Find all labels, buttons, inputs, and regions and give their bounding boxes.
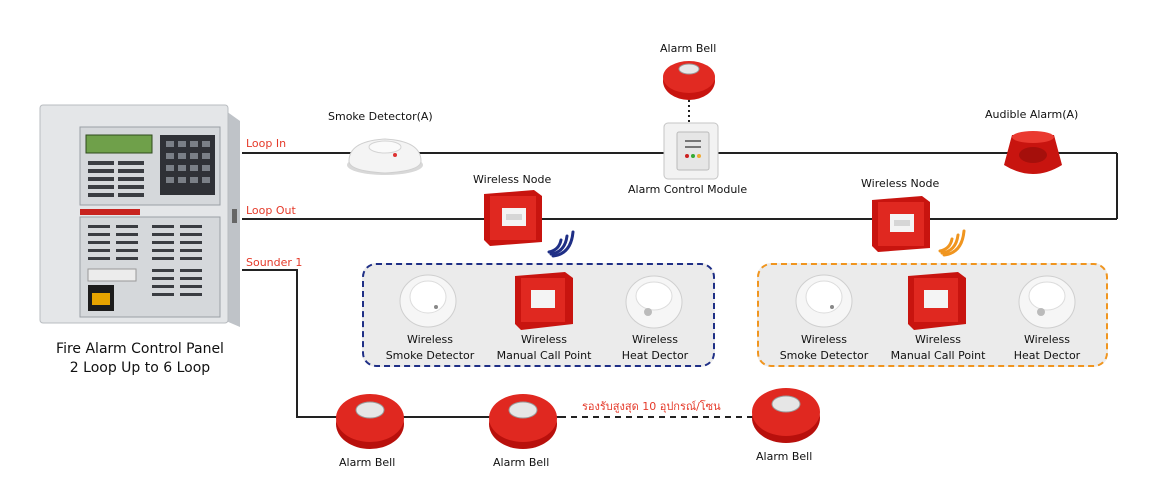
- alarm-control-module-icon: [663, 122, 719, 180]
- wireless-node-1-label: Wireless Node: [473, 173, 552, 186]
- alarm-bell-1-label: Alarm Bell: [339, 456, 396, 469]
- zone2-item1-line2: Smoke Detector: [779, 349, 869, 362]
- zone1-heat-detector-caption: Wireless Heat Dector: [608, 332, 702, 364]
- panel-title: Fire Alarm Control Panel 2 Loop Up to 6 …: [50, 340, 230, 378]
- wifi-blue-icon: [547, 230, 575, 258]
- zone2-heat-detector-caption: Wireless Heat Dector: [1000, 332, 1094, 364]
- wireless-smoke-detector-icon: [399, 274, 457, 328]
- zone1-call-point-caption: Wireless Manual Call Point: [486, 332, 602, 364]
- wireless-node-2-label: Wireless Node: [861, 177, 940, 190]
- loop-in-label: Loop In: [246, 137, 287, 150]
- alarm-bell-2-label: Alarm Bell: [493, 456, 550, 469]
- panel-title-line2: 2 Loop Up to 6 Loop: [69, 360, 211, 376]
- zone2-item3-line2: Heat Dector: [1013, 349, 1081, 362]
- zone2-call-point-caption: Wireless Manual Call Point: [880, 332, 996, 364]
- alarm-bell-3-label: Alarm Bell: [756, 450, 813, 463]
- alarm-control-module-label: Alarm Control Module: [628, 183, 748, 196]
- zone1-item3-line1: Wireless: [631, 333, 679, 346]
- zone1-item1-line2: Smoke Detector: [385, 349, 475, 362]
- alarm-bell-3-icon: [752, 388, 820, 443]
- zone2-item3-line1: Wireless: [1023, 333, 1071, 346]
- zone1-smoke-detector-caption: Wireless Smoke Detector: [378, 332, 482, 364]
- fire-alarm-panel-icon: [39, 104, 240, 327]
- wireless-call-point-icon: [908, 272, 966, 330]
- wireless-call-point-icon: [515, 272, 573, 330]
- alarm-bell-top-icon: [663, 61, 715, 100]
- zone1-item1-line1: Wireless: [406, 333, 454, 346]
- panel-title-line1: Fire Alarm Control Panel: [56, 341, 224, 357]
- audible-alarm-label: Audible Alarm(A): [985, 108, 1079, 121]
- zone1-item2-line2: Manual Call Point: [496, 349, 592, 362]
- sounder-label: Sounder 1: [246, 256, 303, 269]
- audible-alarm-icon: [1004, 131, 1062, 174]
- zone2-item1-line1: Wireless: [800, 333, 848, 346]
- zone2-item2-line1: Wireless: [914, 333, 962, 346]
- wireless-smoke-detector-icon: [795, 274, 853, 328]
- alarm-bell-1-icon: [336, 394, 404, 449]
- wireless-heat-detector-icon: [625, 275, 683, 329]
- zone2-smoke-detector-caption: Wireless Smoke Detector: [772, 332, 876, 364]
- smoke-detector-label: Smoke Detector(A): [328, 110, 433, 123]
- zone1-item2-line1: Wireless: [520, 333, 568, 346]
- zone1-item3-line2: Heat Dector: [621, 349, 689, 362]
- smoke-detector-icon: [347, 138, 423, 175]
- loop-out-label: Loop Out: [246, 204, 296, 217]
- wireless-heat-detector-icon: [1018, 275, 1076, 329]
- wireless-node-2-icon: [872, 196, 930, 252]
- sounder-wire: [242, 269, 560, 418]
- zone2-item2-line2: Manual Call Point: [890, 349, 986, 362]
- wifi-orange-icon: [938, 229, 966, 257]
- alarm-bell-top-label: Alarm Bell: [660, 42, 717, 55]
- wireless-node-1-icon: [484, 190, 542, 246]
- alarm-bell-2-icon: [489, 394, 557, 449]
- bell-capacity-note: รองรับสูงสุด 10 อุปกรณ์/โซน: [582, 400, 721, 413]
